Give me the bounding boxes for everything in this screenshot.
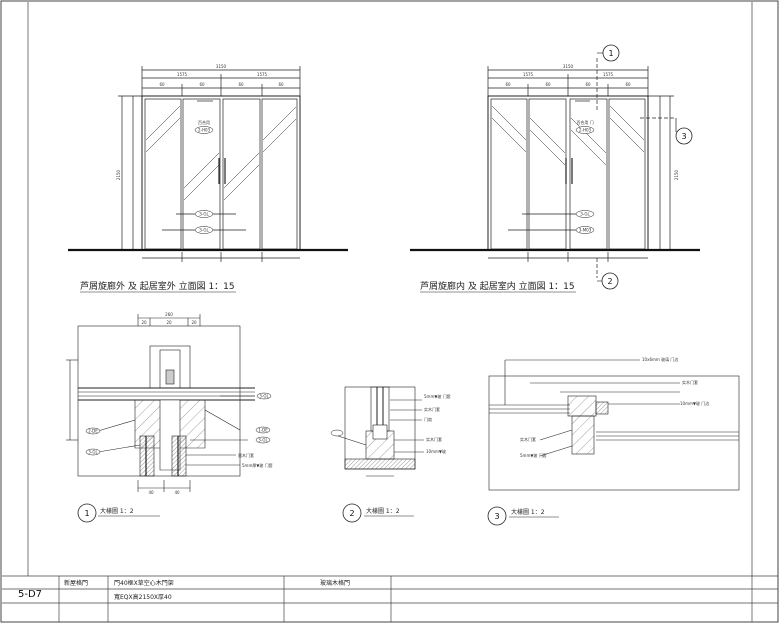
d1-note-wood: 實木门套 (238, 452, 254, 458)
detail-1 (66, 314, 255, 492)
d1-tag-d-text: 1-DE (258, 428, 268, 433)
left-note: 百合用 (198, 119, 210, 125)
right-elevation (487, 58, 677, 278)
d1-tag-a-text: 2-DE (88, 429, 98, 434)
d1-tag-a (85, 427, 101, 435)
d1-dim-b: 20 (166, 320, 172, 325)
d1-dim-c: 20 (191, 320, 197, 325)
d1-tag-e (255, 436, 271, 444)
detail-1-title: 大樣圖 1：2 (100, 507, 134, 515)
d2-label-1: 5mm▼玻 门套 (424, 393, 451, 399)
d2-label-2: 实木门套 (424, 406, 440, 412)
left-tag-bot (194, 226, 214, 234)
detail-2-number: 2 (349, 509, 354, 518)
left-half-dim-a: 1575 (177, 72, 188, 77)
detail-3-number: 3 (494, 512, 499, 521)
right-tag-bot-text: 3-M03 (579, 228, 592, 233)
left-panel-dim-2: 60 (199, 82, 205, 87)
drawing-number: 5-D7 (18, 589, 42, 600)
left-height-dim: 2150 (116, 169, 121, 180)
left-tag-mid (194, 210, 214, 218)
d3-label-5: 实木门套 (682, 379, 698, 385)
d1-tag-e-text: 3-GL (258, 438, 268, 443)
left-tag-bot-text: 3-GL (199, 228, 209, 233)
right-half-dim-a: 1575 (523, 72, 534, 77)
d3-label-1: 10x6mm 玻璃 门边 (642, 356, 678, 362)
drawing-name: 新屋格門 (64, 579, 88, 587)
right-note: 百合用 门 (576, 119, 593, 125)
right-elevation-title: 芦屑旋廊内 及 起居室内 立面図 1：15 (420, 280, 575, 292)
d1-tag-c-text: 3-GL (259, 394, 269, 399)
right-tag-mid-text: 3-GL (580, 212, 590, 217)
detail-1-callout (77, 503, 97, 523)
left-elevation-title: 芦屑旋廊外 及 起居室外 立面図 1：15 (80, 280, 235, 292)
d2-label-3: 门扇 (424, 416, 432, 422)
callout-1-top-text: 1 (608, 49, 613, 58)
d2-tag (330, 429, 344, 437)
left-tag-mid-text: 3-GL (199, 212, 209, 217)
right-panel-dim-1: 60 (505, 82, 511, 87)
detail-2-callout (342, 503, 362, 523)
remark: 玻璃木格門 (320, 579, 350, 587)
d1-dim-d: 40 (148, 490, 154, 495)
right-tag-mid (575, 210, 595, 218)
d1-note-glass: 5mm厚▼玻 门套 (242, 462, 273, 468)
right-overall-dim: 3150 (563, 64, 574, 69)
d3-label-2: 10mm▼玻 门边 (680, 400, 709, 406)
right-panel-dim-2: 60 (545, 82, 551, 87)
detail-3-title: 大樣圖 1：2 (511, 508, 545, 516)
callout-2-bottom-text: 2 (607, 277, 612, 286)
left-panel-dim-3: 60 (238, 82, 244, 87)
spec-line-1: 門40框X草空心木門架 (114, 579, 174, 587)
detail-1-number: 1 (84, 509, 89, 518)
d1-tag-b-text: 3-GL (88, 450, 98, 455)
left-half-dim-b: 1575 (257, 72, 268, 77)
d2-label-5: 10mm▼玻 (426, 448, 446, 454)
callout-3-right-text: 3 (681, 132, 686, 141)
d3-label-3: 实木门套 (520, 436, 536, 442)
detail-2-title: 大樣圖 1：2 (366, 507, 400, 515)
title-block (2, 575, 778, 622)
d1-dim-overall: 260 (165, 312, 173, 317)
callout-3-right (675, 127, 693, 145)
detail-2 (331, 386, 424, 477)
right-tag-top (575, 126, 595, 134)
left-panel-dim-4: 60 (278, 82, 284, 87)
right-tag-bot (575, 226, 595, 234)
d3-label-4: 5mm▼玻 门套 (520, 452, 547, 458)
left-tag-top-text: 2-H03 (198, 128, 211, 133)
spec-line-2: 寬EQX高2150X厚40 (114, 593, 172, 601)
right-half-dim-b: 1575 (603, 72, 614, 77)
left-panel-dim-1: 60 (159, 82, 165, 87)
d1-dim-a: 20 (141, 320, 147, 325)
right-height-dim: 2150 (674, 169, 679, 180)
right-tag-top-text: 2-H03 (579, 128, 592, 133)
d1-tag-c (256, 392, 272, 400)
right-panel-dim-3: 60 (585, 82, 591, 87)
left-overall-dim: 3150 (216, 64, 227, 69)
detail-3 (488, 359, 740, 491)
detail-3-callout (487, 506, 507, 526)
d2-label-4: 实木门套 (426, 436, 442, 442)
d1-tag-b (85, 448, 101, 456)
left-tag-top (194, 126, 214, 134)
d1-dim-e: 40 (174, 490, 180, 495)
d1-tag-d (255, 426, 271, 434)
right-panel-dim-4: 60 (625, 82, 631, 87)
